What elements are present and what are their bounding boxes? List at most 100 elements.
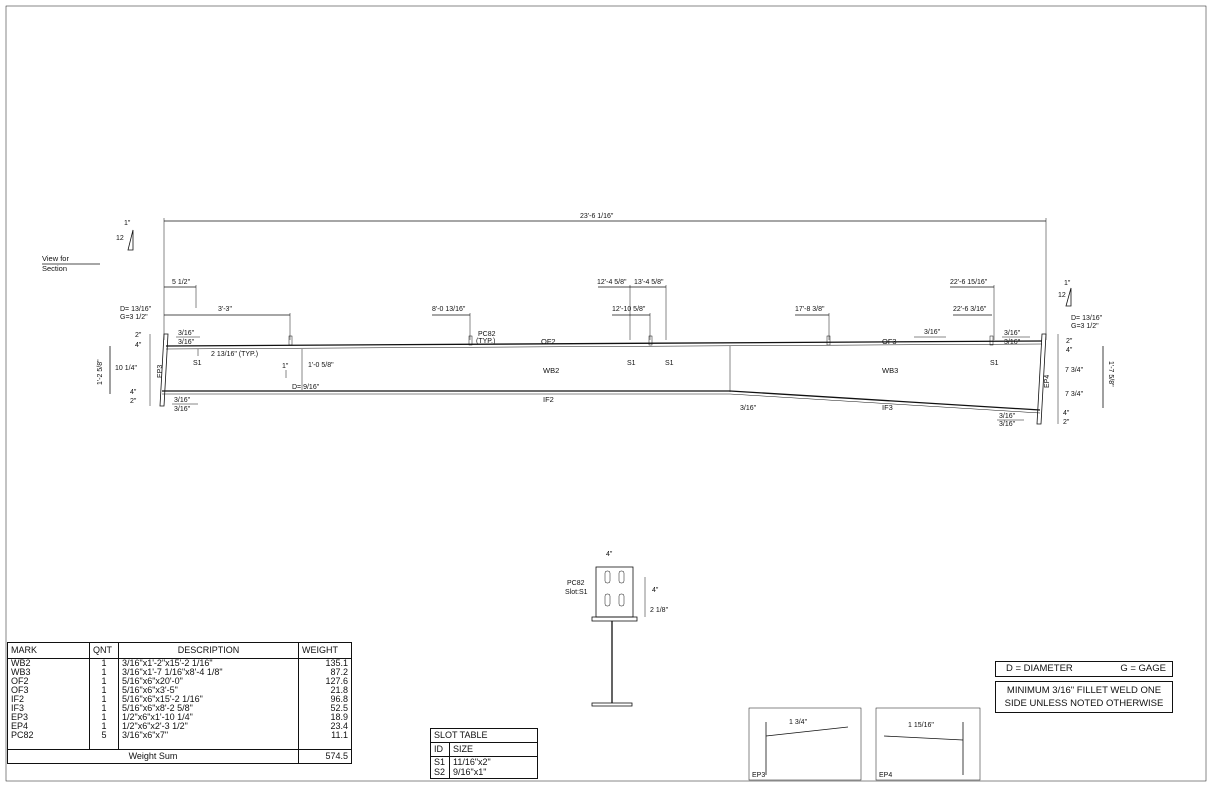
bottom-flange-if3 [729,390,1041,411]
dim-d1: 5 1/2" [172,279,191,286]
label-pc82: PC82 [478,331,496,338]
label-wb2: WB2 [543,366,559,375]
pc82-slot-3 [604,593,611,607]
pc82-h2-dim: 2 1/8" [650,607,669,614]
bom-cell-description: 3/16"x6"x7" [118,731,299,740]
slot-table: SLOT TABLE ID SIZE S1 11/16"x2" S2 9/16"… [430,728,538,779]
label-s1-c: S1 [665,360,674,367]
slot-row-size: 11/16"x2" [449,756,538,768]
bom-cell-weight: 21.8 [298,686,352,695]
weld-5: 3/16" [740,405,757,412]
pc82-mark: PC82 [567,580,585,587]
dim-d2: 3'-3" [218,306,232,313]
dim-right-2a: 2" [1066,338,1073,345]
mini-ep3-label: EP3 [752,772,765,779]
gage-right-d: D= 13/16" [1071,315,1103,322]
clip-plate-5 [989,335,994,346]
gage-left-d: D= 13/16" [120,306,152,313]
mini-ep4-flange [883,735,964,741]
bom-cell-weight: 52.5 [298,704,352,713]
bom-sum-value: 574.5 [298,749,352,763]
label-s1-a: S1 [193,360,202,367]
dim-d4: 12'-4 5/8" [597,279,627,286]
mini-ep3-flange [765,726,849,737]
bom-header-weight: WEIGHT [298,642,352,659]
slope-rise-label: 1" [124,220,131,227]
bom-cell-weight: 87.2 [298,668,352,677]
weld-2: 3/16" [178,339,195,346]
bom-cell-weight: 96.8 [298,695,352,704]
label-wb3: WB3 [882,366,898,375]
clip-plate-1 [288,335,293,346]
bom-cell-weight: 23.4 [298,722,352,731]
clip-plate-4 [826,335,831,346]
pc82-plate [595,566,634,618]
weld-9: 3/16" [999,413,1016,420]
bom-cell-weight: 11.1 [298,731,352,740]
dim-d7: 17'-8 3/8" [795,306,825,313]
dim-left-height: 1'-2 5/8" [97,359,104,385]
sheet-border [5,5,1207,782]
bom-header-mark: MARK [7,642,90,659]
hole-dia-note: D= 9/16" [292,384,320,391]
label-typ: (TYP.) [476,338,495,345]
bom-header-qnt: QNT [89,642,119,659]
slot-table-title: SLOT TABLE [430,728,538,743]
hole-spacing-note: 2 13/16" (TYP.) [211,351,258,358]
dim-left-2a: 2" [135,332,142,339]
weld-10: 3/16" [999,421,1016,428]
dim-d9: 22'-6 3/16" [953,306,987,313]
slot-row-id: S2 [430,767,450,779]
dim-right-4b: 4" [1063,410,1070,417]
end-plate-ep3 [159,333,169,407]
bom-cell-weight: 135.1 [298,658,352,668]
slope-run-label: 12 [116,235,124,242]
dim-right-height: 1'-7 5/8" [1107,361,1114,387]
mini-detail-ep3-frame [748,707,862,781]
label-ep4: EP4 [1044,375,1051,388]
pc82-base [591,616,638,622]
dim-right-73b: 7 3/4" [1065,391,1084,398]
dim-left-2b: 2" [130,398,137,405]
slot-row-size: 9/16"x1" [449,767,538,779]
slope-rise-label-right: 1" [1064,280,1071,287]
weld-6: 3/16" [924,329,941,336]
label-of3: OF3 [882,337,897,346]
pc82-slot-label: Slot:S1 [565,589,588,596]
weld-4: 3/16" [174,406,191,413]
slope-triangle-icon [127,229,134,251]
dim-d8: 22'-6 15/16" [950,279,988,286]
dim-left-10: 10 1/4" [115,365,137,372]
top-flange-inner [165,343,1043,350]
slope-run-label-right: 12 [1058,292,1066,299]
legend-box: D = DIAMETER G = GAGE [995,661,1173,677]
pc82-slot-1 [604,570,611,584]
weld-note-line2: SIDE UNLESS NOTED OTHERWISE [1004,698,1164,709]
dim-left-4b: 4" [130,389,137,396]
weld-1: 3/16" [178,330,195,337]
bom-cell-mark: PC82 [7,731,90,740]
label-if2: IF2 [543,395,554,404]
weld-3: 3/16" [174,397,191,404]
dim-d5: 13'-4 5/8" [634,279,664,286]
bottom-flange-if3-inner [729,393,1041,414]
top-flange-line [165,340,1043,347]
weld-7: 3/16" [1004,330,1021,337]
end-plate-ep4 [1036,333,1047,425]
dim-left-4a: 4" [135,342,142,349]
dim-right-2b: 2" [1063,419,1070,426]
pc82-h1-dim: 4" [652,587,659,594]
overall-dim-text: 23'-6 1/16" [580,213,614,220]
weld-note-line1: MINIMUM 3/16" FILLET WELD ONE [1006,685,1162,696]
gage-left-g: G=3 1/2" [120,314,148,321]
one-inch-note: 1" [282,363,289,370]
